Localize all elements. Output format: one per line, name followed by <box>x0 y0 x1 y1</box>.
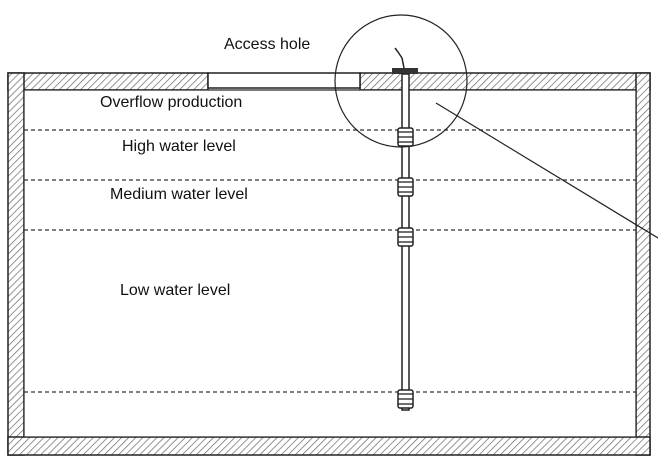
detail-circle <box>334 14 468 148</box>
overflow-opening <box>207 72 361 89</box>
low-water-level-label: Low water level <box>120 282 230 299</box>
access-hole-label: Access hole <box>224 36 310 53</box>
overflow-production-label: Overflow production <box>100 94 242 111</box>
tank-floor <box>7 436 651 456</box>
tank-walls <box>7 72 651 456</box>
float-level-switch <box>392 47 418 411</box>
tank-right-wall <box>635 72 651 456</box>
tank-roof-left <box>7 72 209 91</box>
tank-left-wall <box>7 72 25 456</box>
switch-mount <box>392 68 418 74</box>
medium-water-level-label: Medium water level <box>110 186 248 203</box>
detail-leader-line <box>435 102 658 239</box>
high-water-level-label: High water level <box>122 138 236 155</box>
water-level-lines <box>24 129 636 393</box>
tank-interior <box>23 89 637 438</box>
cable <box>394 47 405 69</box>
float-group <box>397 127 414 409</box>
